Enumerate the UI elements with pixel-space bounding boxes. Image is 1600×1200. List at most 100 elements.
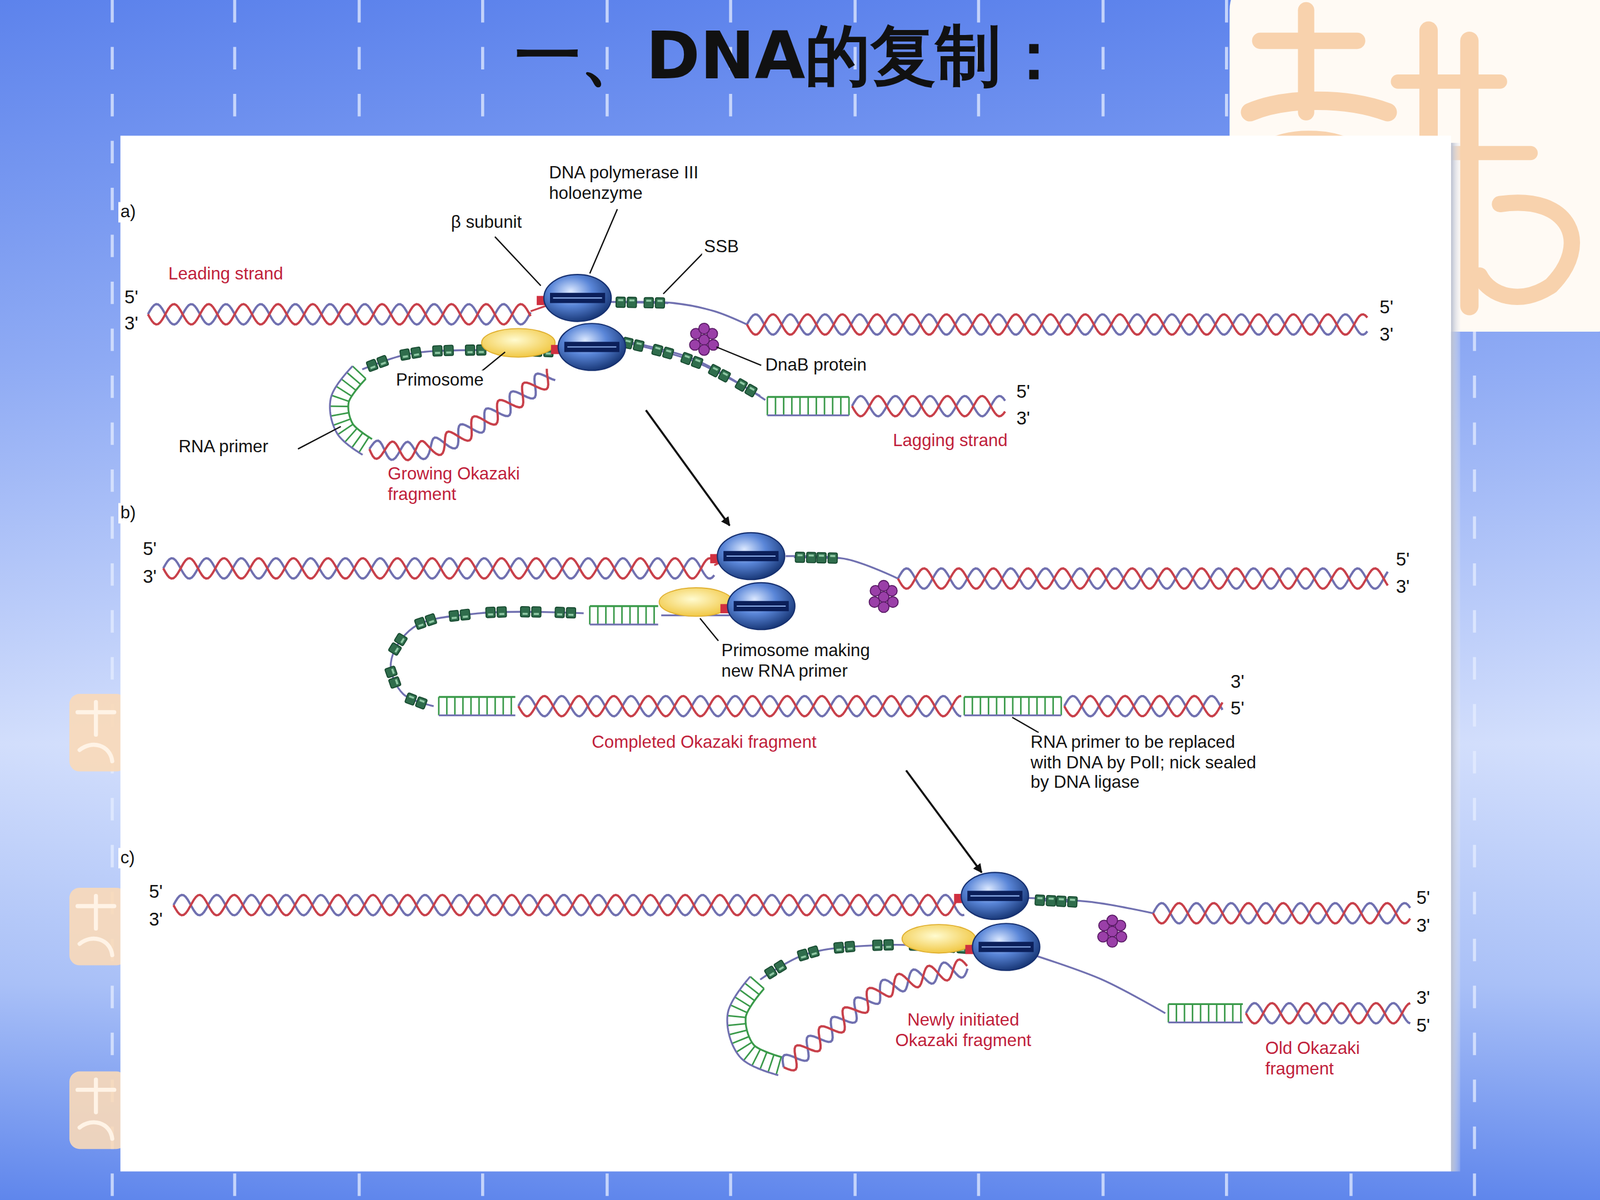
figure-panel [120,135,1452,1172]
base-pair-rung [331,395,349,402]
ssb-block [366,358,379,372]
polymerase-iii [710,532,785,580]
ssb-highlight [818,554,824,557]
ssb-protein [1056,896,1078,908]
base-pair-rung [588,606,591,625]
base-pair-rung [730,1005,748,1013]
ssb-highlight [446,351,452,354]
end-label: 5' [140,538,159,560]
ssb-highlight [739,381,745,386]
note-label: RNA primer to be replaced with DNA by Po… [1028,732,1263,793]
base-pair-rung [629,606,632,625]
ssb-protein [816,552,838,564]
base-pair-rung [653,606,655,625]
base-pair-rung [727,1023,746,1026]
dnab-subunit [878,601,889,613]
end-label: 5' [1377,296,1396,318]
dna-strand [163,558,715,579]
replication-fork-figure [147,209,1410,1076]
base-pair-rung [645,606,648,625]
ssb-protein [1035,895,1057,907]
base-pair-rung [1167,1003,1170,1023]
watermark-stroke [1397,74,1500,89]
ssb-highlight [808,554,814,557]
single-strand [390,611,584,707]
base-pair-rung [1207,1003,1210,1023]
end-label: 3' [1393,576,1412,598]
base-pair-rung [446,696,448,715]
primer-strand [438,696,516,698]
ssb-block [1046,895,1056,907]
base-pair-rung [743,1046,755,1061]
base-pair-rung [330,412,349,417]
ssb-highlight [800,955,807,959]
ssb-protein [735,378,758,398]
panel-letter: c) [118,847,137,868]
rna-primer [590,606,659,625]
ssb-block [680,352,693,365]
dna-strand [1064,696,1223,717]
ssb-protein [651,343,674,359]
rna-primer [330,366,373,455]
fragment-label: Newly initiated Okazaki fragment [879,1010,1047,1050]
dna-strand [746,314,1368,335]
watermark-stroke [77,702,115,762]
ssb-protein [833,941,855,954]
ssb-block [643,297,654,309]
end-label: 3' [1414,915,1433,937]
ssb-protein [680,352,704,369]
polymerase-band [723,551,779,562]
dna-strand [1153,903,1411,924]
slide-title: 一、DNA的复制： [280,12,1302,102]
base-pair-rung [1200,1003,1202,1023]
ssb-highlight [408,695,415,699]
leader-line [297,426,341,449]
polymerase-band [550,292,605,303]
part-label: DNA polymerase III holoenzyme [546,163,740,204]
end-label: 5' [1014,381,1033,403]
base-pair-rung [760,1052,767,1070]
ssb-highlight [487,613,493,616]
ssb-highlight [546,352,552,355]
leader-line [663,252,704,294]
dna-strand [1246,1003,1411,1024]
ssb-highlight [462,615,469,619]
base-pair-rung [728,1030,747,1035]
dnab-subunit [878,580,889,592]
single-strand [612,338,766,400]
ssb-highlight [712,366,719,371]
watermark-logo [69,1071,127,1150]
template-strand [1168,1021,1243,1024]
panel-shadow [1451,142,1461,1172]
polymerase-body [558,323,626,370]
dnab-subunit [1106,915,1118,926]
step-arrow [906,770,982,873]
primer-strand [348,378,373,440]
leader-line [716,346,762,365]
base-pair-rung [597,606,599,625]
dna-strand [173,895,964,916]
polymerase-stripe [736,605,786,607]
ssb-block [651,343,664,357]
base-pair-rung [979,696,982,715]
ssb-highlight [778,966,785,971]
ssb-block [807,945,820,958]
strand-label: Lagging strand [890,430,1010,451]
base-pair-rung [510,696,513,715]
ssb-block [632,339,644,352]
dna-strand [147,303,531,325]
base-pair-rung [736,1042,752,1053]
base-pair-rung [502,696,504,715]
base-pair-rung [351,432,363,448]
background-dashes [112,0,1475,1200]
ssb-highlight [875,946,880,949]
primosome [902,924,976,953]
watermark-logo [69,887,127,966]
ssb-block [432,345,443,357]
dna-strand [173,895,964,916]
end-label: 5' [1228,697,1247,719]
ssb-block [566,607,576,619]
ssb-protein [388,632,408,656]
ssb-protein [555,607,576,618]
base-pair-rung [1060,696,1063,715]
